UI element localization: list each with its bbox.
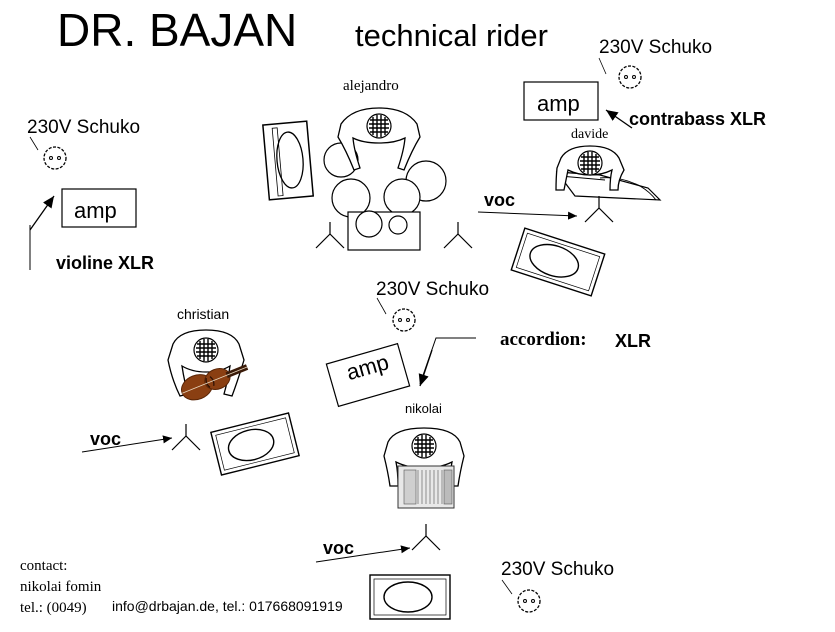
mic-stand-icon — [443, 221, 473, 249]
violin-icon — [181, 364, 249, 401]
christian-floor-monitor-icon — [210, 412, 300, 476]
nikolai-floor-monitor-icon — [369, 574, 451, 620]
accordion-xlr-label: XLR — [615, 331, 651, 351]
tom-drum-icon — [383, 178, 421, 216]
amp-label: amp — [74, 198, 117, 223]
accordion-icon — [397, 465, 455, 509]
power-label: 230V Schuko — [27, 117, 141, 138]
mic-stand-icon — [584, 195, 614, 223]
contact-name: nikolai fomin — [20, 579, 102, 595]
davide-contrabass-icon — [555, 171, 662, 201]
contrabass-amp-box — [523, 81, 599, 121]
alejandro-musician-icon — [337, 107, 421, 171]
alejandro-drum-set — [262, 120, 473, 251]
voc-label: voc — [484, 190, 516, 210]
schuko-socket-icon — [392, 308, 416, 332]
schuko-socket-icon — [43, 146, 67, 170]
voc-label: voc — [323, 538, 355, 558]
accordion-amp-box — [325, 342, 411, 408]
contact-label: contact: — [20, 558, 68, 574]
davide-floor-monitor-icon — [510, 227, 606, 297]
power-label: 230V Schuko — [501, 559, 615, 580]
amp-label: amp — [537, 91, 580, 116]
page-subtitle: technical rider — [355, 18, 548, 53]
violine-xlr-label: violine XLR — [56, 253, 155, 273]
contrabass-xlr-label: contrabass XLR — [629, 109, 767, 129]
contact-email-phone: info@drbajan.de, tel.: 017668091919 — [112, 598, 343, 614]
mic-stand-icon — [411, 523, 441, 551]
schuko-socket-icon — [517, 589, 541, 613]
page-title: DR. BAJAN — [57, 4, 298, 56]
mic-stand-icon — [171, 423, 201, 451]
musician-name-alejandro: alejandro — [343, 78, 399, 94]
musician-name-nikolai: nikolai — [405, 401, 442, 416]
contact-tel-prefix: tel.: (0049) — [20, 600, 87, 616]
musician-name-davide: davide — [571, 127, 609, 142]
power-label: 230V Schuko — [376, 279, 490, 300]
voc-label: voc — [90, 429, 122, 449]
accordion-label: accordion: — [500, 329, 587, 350]
davide-musician-icon — [555, 145, 625, 191]
power-label: 230V Schuko — [599, 37, 713, 58]
violine-amp-box — [61, 188, 137, 228]
musician-name-christian: christian — [177, 306, 230, 322]
schuko-socket-icon — [618, 65, 642, 89]
mic-stand-icon — [315, 221, 345, 249]
